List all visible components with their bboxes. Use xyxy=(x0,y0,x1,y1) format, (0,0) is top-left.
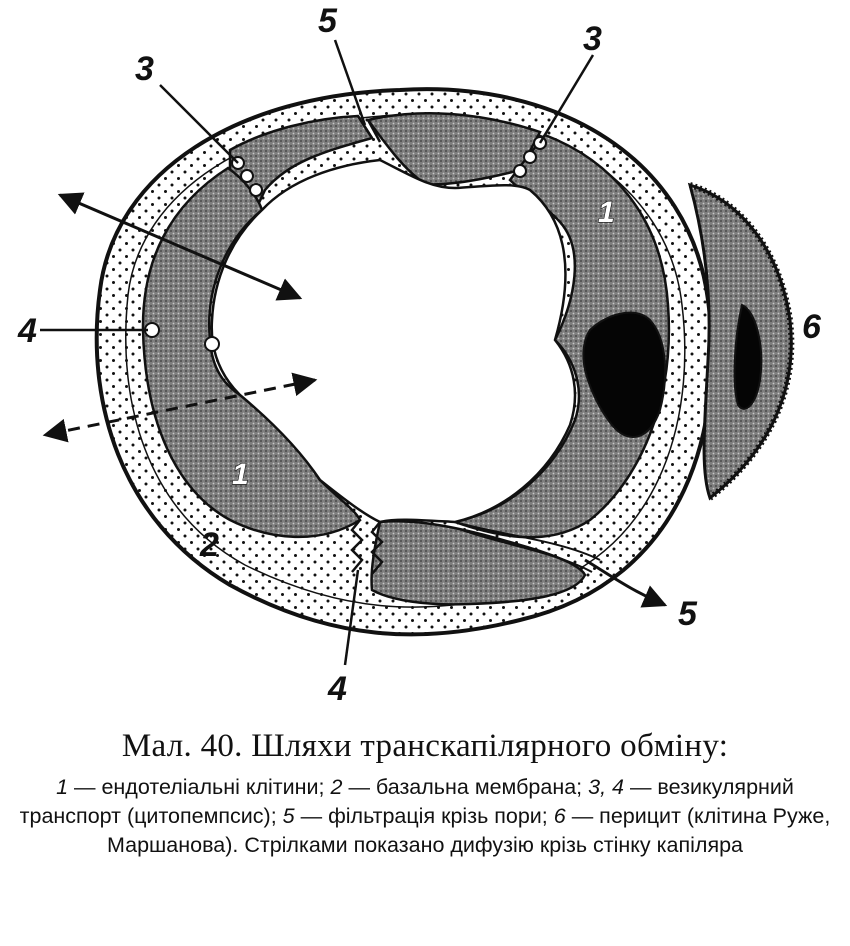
diffusion-arrow-solid xyxy=(57,192,303,301)
pericyte-fringe xyxy=(689,182,795,501)
capillary-diagram: 3 3 5 5 1 1 2 4 4 6 xyxy=(17,2,822,708)
vesicle-left-inner xyxy=(204,336,220,352)
label-vesicle-bottom: 4 xyxy=(327,670,347,708)
label-basement-membrane: 2 xyxy=(199,526,219,564)
label-vesicle-top-right: 3 xyxy=(583,20,602,58)
legend-num-1: 1 xyxy=(56,775,69,799)
diffusion-arrow-dashed xyxy=(42,372,318,443)
legend-text-3: — везикулярний транспорт (цитопемпсис); xyxy=(19,775,794,828)
legend-num-5: 6 xyxy=(553,804,566,828)
endothelial-cell-top xyxy=(365,112,542,186)
legend-num-4: 5 xyxy=(282,804,295,828)
label-pore-top: 5 xyxy=(318,2,338,40)
label-vesicle-top-left: 3 xyxy=(135,50,154,88)
filtration-arrow xyxy=(584,558,668,608)
vesicle-group-top-right xyxy=(513,136,547,178)
caption-legend: 1 — ендотеліальні клітини; 2 — базальна … xyxy=(10,773,840,860)
legend-text-1: — ендотеліальні клітини; xyxy=(68,775,331,799)
label-endothelial-upper: 1 xyxy=(598,196,615,229)
legend-text-5: — перицит (клітина Руже, Маршанова). Стр… xyxy=(106,804,831,857)
pericyte-nucleus xyxy=(733,303,763,410)
legend-text-4: — фільтрація крізь пори; xyxy=(294,804,554,828)
figure-caption: Мал. 40. Шляхи транскапілярного обміну: … xyxy=(10,728,840,860)
vesicle-junction-bottom xyxy=(350,519,384,575)
label-pericyte: 6 xyxy=(802,308,822,346)
leader-lines xyxy=(40,39,595,666)
label-endothelial-lower: 1 xyxy=(232,458,249,491)
endothelial-nucleus xyxy=(582,311,667,438)
legend-text-2: — базальна мембрана; xyxy=(342,775,589,799)
label-pore-bottom: 5 xyxy=(678,595,698,633)
label-vesicle-left: 4 xyxy=(17,312,37,350)
pore-bottom-channel xyxy=(454,521,601,573)
legend-num-2: 2 xyxy=(330,775,343,799)
pore-top xyxy=(356,115,382,143)
endothelial-cell-bottom xyxy=(370,520,587,606)
legend-num-3: 3, 4 xyxy=(588,775,624,799)
caption-title: Мал. 40. Шляхи транскапілярного обміну: xyxy=(121,728,729,764)
